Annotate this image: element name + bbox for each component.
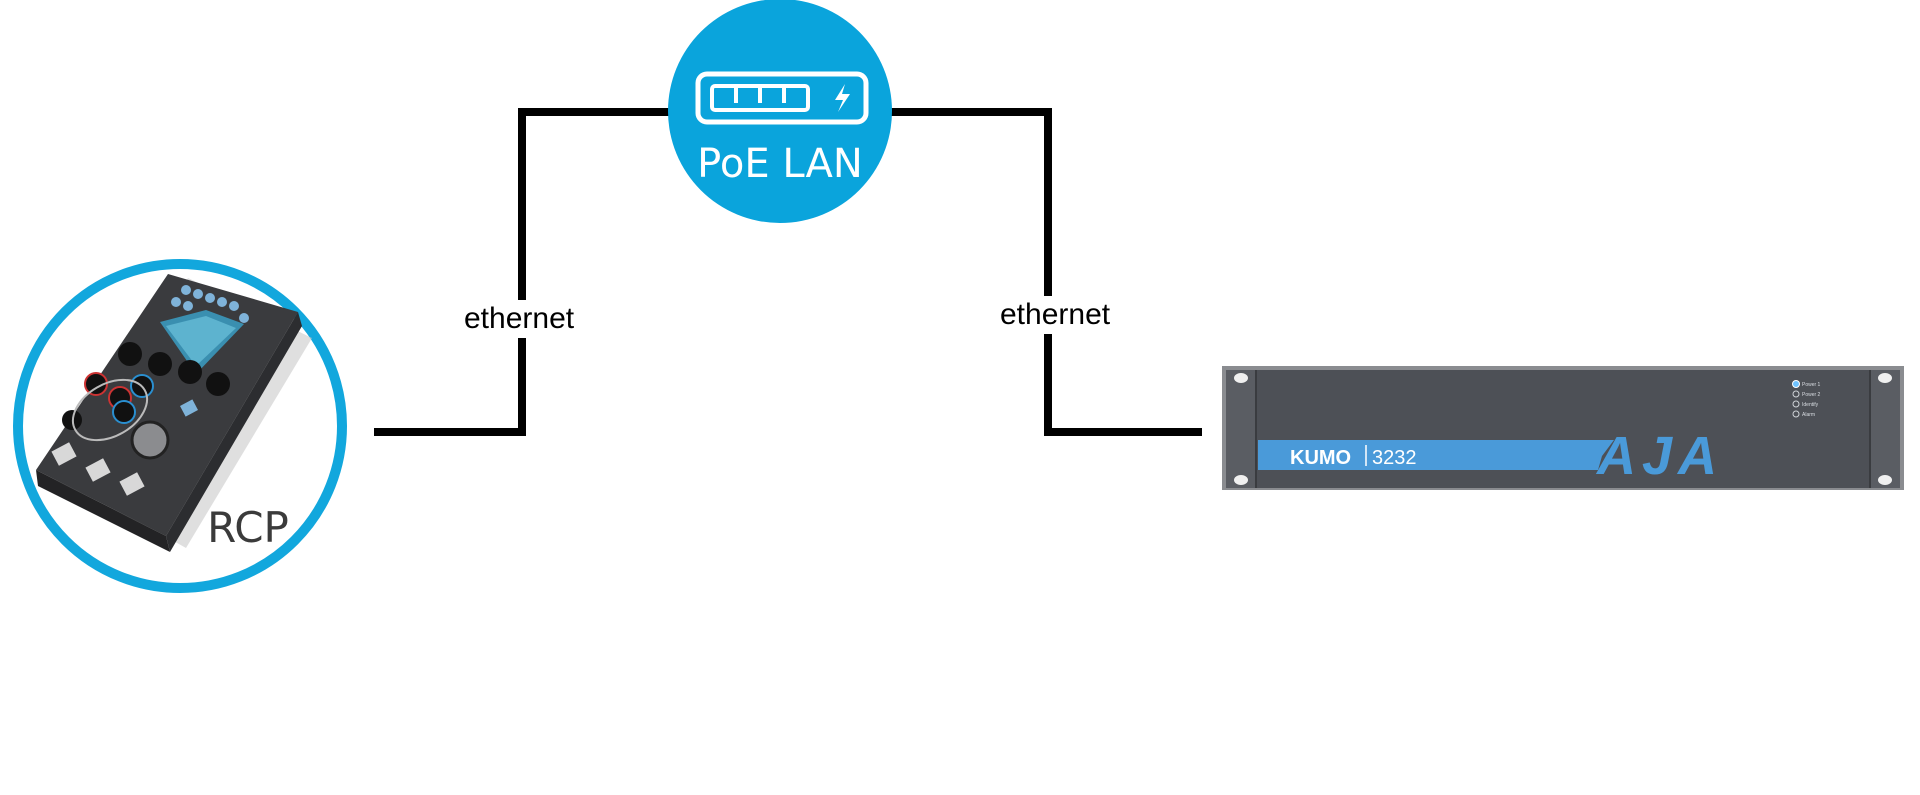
led-icon	[1792, 400, 1800, 408]
kumo-chassis-image	[1222, 366, 1904, 490]
kumo-router-node[interactable]: KUMO 3232 AJA Power 1 Power 2 Identify A…	[1222, 366, 1904, 490]
kumo-stripe	[1258, 440, 1614, 470]
kumo-led-labels: Power 1 Power 2 Identify Alarm	[1802, 382, 1821, 418]
poe-lan-node[interactable]: PoE LAN	[668, 0, 892, 223]
connector-rcp-to-poe	[374, 108, 672, 436]
poe-lan-label: PoE LAN	[697, 141, 863, 187]
kumo-model-label: 3232	[1372, 447, 1417, 469]
kumo-brand-label: KUMO	[1290, 447, 1351, 469]
svg-text:Alarm: Alarm	[1802, 412, 1815, 418]
aja-logo: AJA	[1595, 426, 1723, 486]
led-icon	[1792, 380, 1800, 388]
led-icon	[1792, 410, 1800, 418]
edge-label-poe-kumo: ethernet	[998, 296, 1113, 334]
svg-text:Identify: Identify	[1802, 402, 1819, 408]
rcp-node[interactable]: RCP	[13, 259, 347, 593]
svg-text:Power 2: Power 2	[1802, 392, 1821, 398]
connector-poe-to-kumo	[888, 108, 1202, 436]
edge-label-rcp-poe: ethernet	[462, 300, 577, 338]
led-icon	[1792, 390, 1800, 398]
rcp-label: RCP	[207, 503, 289, 552]
network-switch-icon	[695, 71, 869, 125]
rcp-device-image	[36, 274, 312, 552]
svg-text:Power 1: Power 1	[1802, 382, 1821, 388]
